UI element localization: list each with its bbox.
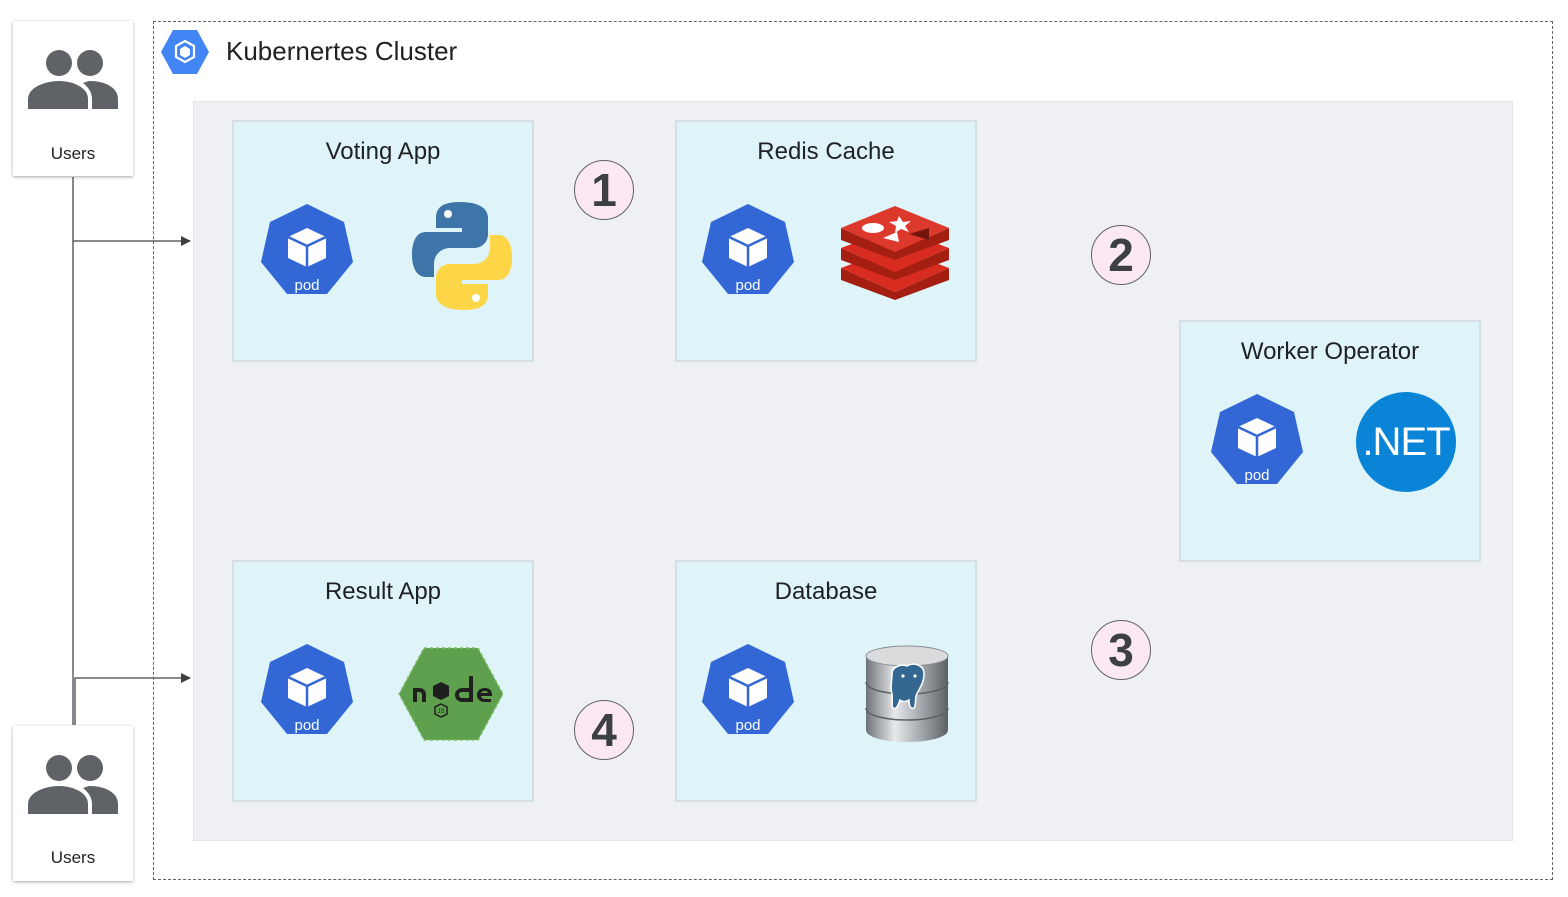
dotnet-label: .NET — [1362, 419, 1450, 464]
step-badge-1: 1 — [574, 160, 634, 220]
pod-icon — [261, 644, 353, 734]
postgresql-icon — [865, 645, 949, 742]
step-badge-4: 4 — [574, 700, 634, 760]
worker-operator-title: Worker Operator — [1240, 338, 1420, 365]
redis-icon — [841, 206, 949, 300]
nodejs-icon: JS — [398, 647, 504, 741]
cluster-title: Kubernertes Cluster — [226, 36, 458, 66]
users-icon — [28, 755, 118, 814]
pod-label: pod — [294, 717, 320, 734]
kubernetes-engine-icon — [161, 30, 209, 74]
python-icon — [412, 202, 512, 310]
svg-text:JS: JS — [437, 709, 444, 715]
kubernetes-cluster-frame — [153, 21, 1553, 880]
pod-icon — [702, 644, 794, 734]
result-app-title: Result App — [324, 578, 442, 605]
users-label-top: Users — [50, 144, 96, 163]
step-badge-3: 3 — [1091, 620, 1151, 680]
dotnet-icon: .NET — [1356, 392, 1456, 492]
users-label-bottom: Users — [50, 848, 96, 867]
pod-icon — [702, 204, 794, 294]
pod-label: pod — [735, 717, 761, 734]
voting-app-box: Voting App pod — [232, 120, 534, 362]
pod-label: pod — [1244, 467, 1270, 484]
users-card-bottom: Users — [13, 726, 133, 881]
users-card-top: Users — [13, 21, 133, 176]
database-title: Database — [774, 578, 878, 605]
step-badge-2: 2 — [1091, 225, 1151, 285]
voting-app-title: Voting App — [325, 138, 441, 165]
result-app-box: Result App pod JS — [232, 560, 534, 802]
pod-icon — [1211, 394, 1303, 484]
database-box: Database pod — [675, 560, 977, 802]
users-icon — [28, 50, 118, 109]
redis-cache-title: Redis Cache — [757, 138, 895, 165]
redis-cache-box: Redis Cache pod — [675, 120, 977, 362]
worker-operator-box: Worker Operator pod .NET — [1179, 320, 1481, 562]
pod-icon — [261, 204, 353, 294]
pod-label: pod — [735, 277, 761, 294]
pod-label: pod — [294, 277, 320, 294]
